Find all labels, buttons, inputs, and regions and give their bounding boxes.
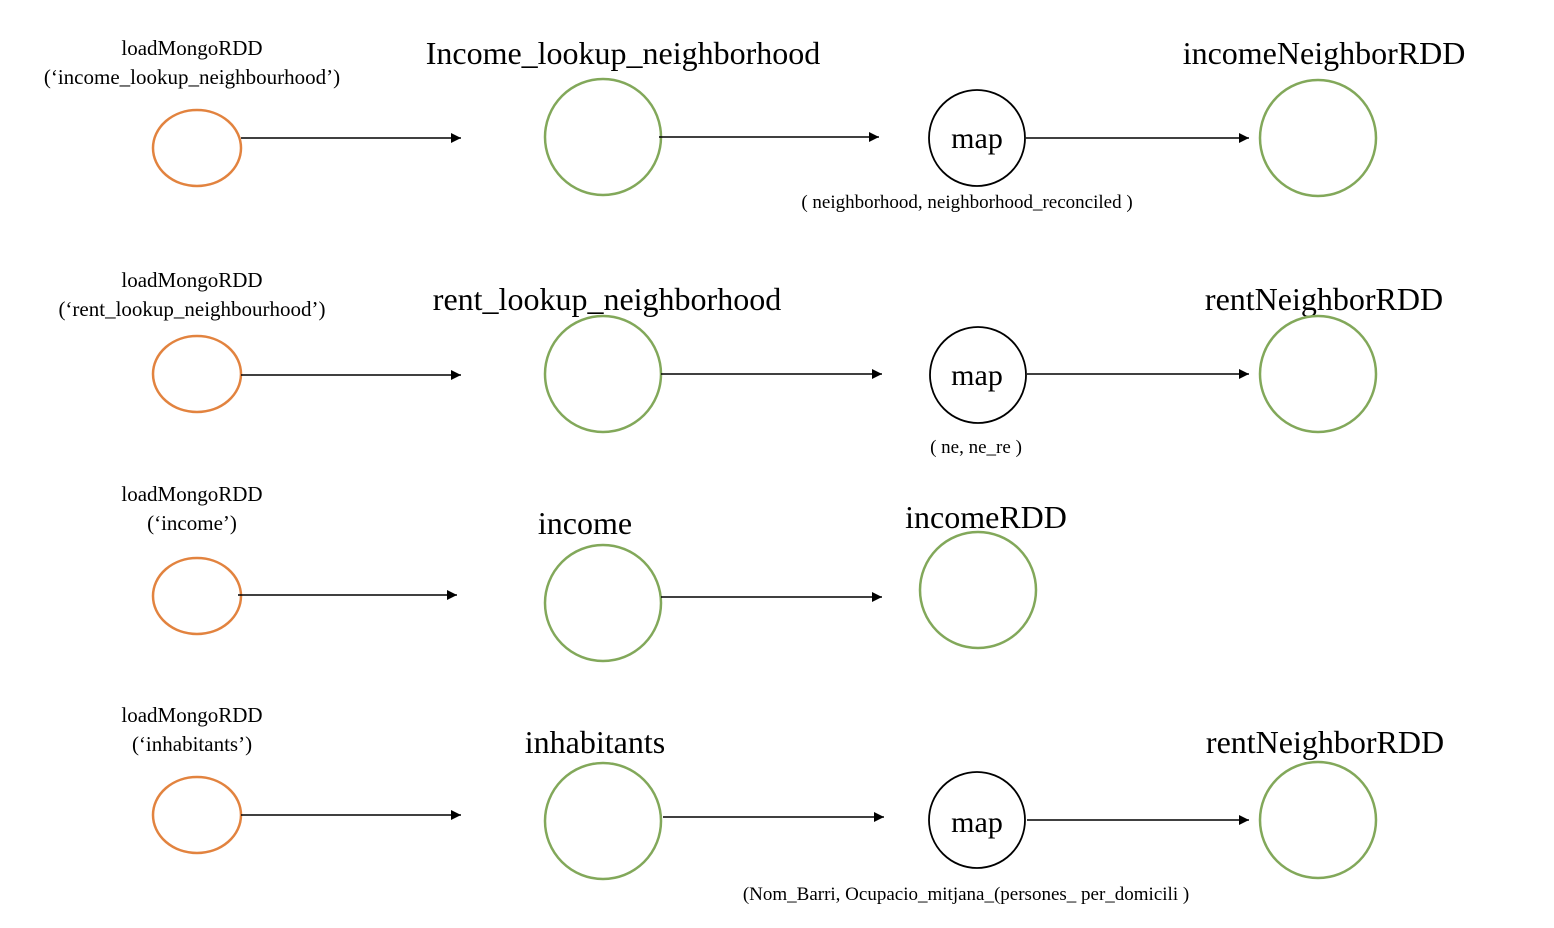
map-note: ( ne, ne_re )	[930, 437, 1022, 458]
rdd-title: inhabitants	[525, 724, 665, 760]
pipeline-row-inhabitants: loadMongoRDD (‘inhabitants’) inhabitants…	[121, 703, 1444, 905]
source-label-function: loadMongoRDD	[121, 268, 262, 292]
pipeline-row-income: loadMongoRDD (‘income’) income incomeRDD	[121, 482, 1067, 663]
output-title: incomeNeighborRDD	[1183, 35, 1466, 71]
map-note: ( neighborhood, neighborhood_reconciled …	[801, 192, 1132, 213]
map-label: map	[951, 806, 1003, 839]
rdd-node	[543, 77, 663, 197]
source-node	[151, 775, 243, 855]
pipeline-row-income-lookup: loadMongoRDD (‘income_lookup_neighbourho…	[44, 35, 1465, 213]
map-node	[929, 326, 1027, 424]
rdd-node	[543, 314, 663, 434]
pipeline-row-rent-lookup: loadMongoRDD (‘rent_lookup_neighbourhood…	[58, 268, 1443, 458]
output-title: rentNeighborRDD	[1205, 281, 1443, 317]
map-label: map	[951, 359, 1003, 392]
rdd-title: income	[538, 505, 632, 541]
source-label-collection: (‘rent_lookup_neighbourhood’)	[58, 297, 325, 321]
source-node	[151, 334, 243, 414]
map-note: (Nom_Barri, Ocupacio_mitjana_(persones_ …	[743, 884, 1189, 905]
source-label-function: loadMongoRDD	[121, 36, 262, 60]
rdd-title: Income_lookup_neighborhood	[426, 35, 821, 71]
map-node	[928, 771, 1026, 869]
output-title: rentNeighborRDD	[1206, 724, 1444, 760]
output-title: incomeRDD	[905, 499, 1067, 535]
source-label-collection: (‘income’)	[147, 511, 237, 535]
source-label-function: loadMongoRDD	[121, 482, 262, 506]
source-label-function: loadMongoRDD	[121, 703, 262, 727]
rdd-node	[543, 761, 663, 881]
source-node	[151, 556, 243, 636]
output-rdd-node	[1258, 314, 1378, 434]
output-rdd-node	[1258, 760, 1378, 880]
output-rdd-node	[1258, 78, 1378, 198]
map-label: map	[951, 122, 1003, 155]
rdd-title: rent_lookup_neighborhood	[433, 281, 781, 317]
map-node	[928, 89, 1026, 187]
output-rdd-node	[918, 530, 1038, 650]
source-label-collection: (‘inhabitants’)	[132, 732, 252, 756]
rdd-node	[543, 543, 663, 663]
source-label-collection: (‘income_lookup_neighbourhood’)	[44, 65, 340, 89]
source-node	[151, 108, 243, 188]
